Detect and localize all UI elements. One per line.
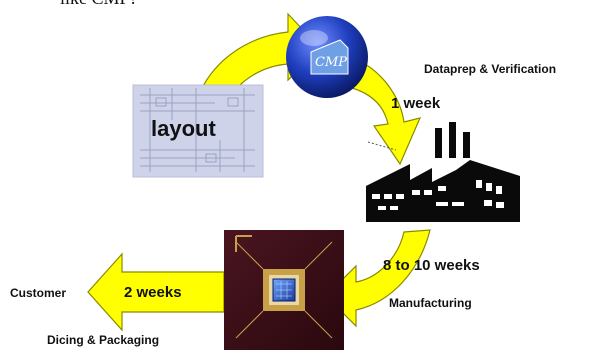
dotted-lead-line — [367, 141, 397, 151]
arrow-cmp-to-factory — [351, 59, 422, 166]
cmp-globe: CMP — [286, 16, 368, 98]
cmp-logo-house-icon — [310, 39, 349, 75]
one-week-label: 1 week — [391, 95, 441, 112]
heading-fragment: like CMP? — [60, 0, 138, 8]
factory-icon — [366, 122, 520, 222]
layout-thumbnail — [132, 84, 264, 178]
eight-to-ten-weeks-label: 8 to 10 weeks — [383, 257, 480, 274]
dataprep-label: Dataprep & Verification — [424, 62, 557, 76]
cmp-logo-text: CMP — [315, 55, 347, 70]
packaged-chip-icon — [224, 230, 344, 350]
dicing-packaging-label: Dicing & Packaging — [47, 333, 160, 347]
customer-label: Customer — [10, 286, 67, 300]
two-weeks-label: 2 weeks — [124, 284, 182, 301]
layout-label: layout — [151, 116, 216, 141]
arrow-chip-to-customer — [87, 252, 225, 332]
manufacturing-label: Manufacturing — [389, 296, 472, 310]
